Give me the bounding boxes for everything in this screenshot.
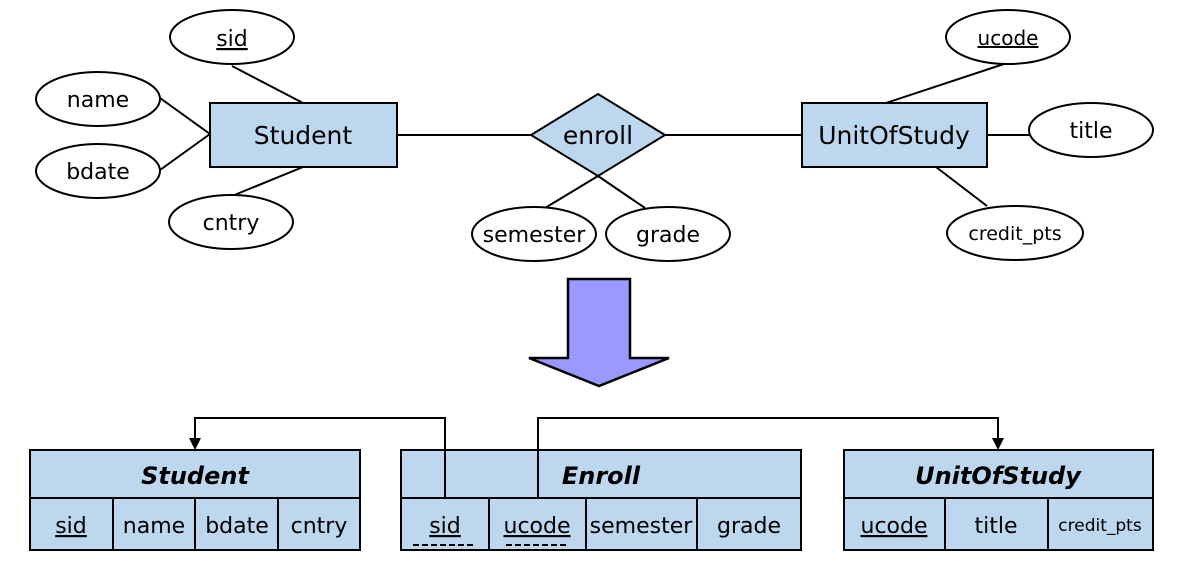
- attr-cntry: cntry: [168, 194, 294, 250]
- fk-sid-arrowhead-icon: [189, 438, 201, 450]
- attr-sid-label: sid: [216, 27, 248, 52]
- table-enroll: Enroll sid ucode semester grade: [400, 449, 802, 551]
- student-col-name: [112, 497, 196, 551]
- credit-pts-connector: [935, 166, 988, 207]
- cntry-connector: [231, 166, 304, 197]
- attr-credit-pts-label: credit_pts: [968, 223, 1061, 245]
- student-col-cntry: [277, 497, 361, 551]
- attr-name-label: name: [67, 88, 129, 113]
- student-col-cntry-label: cntry: [291, 514, 348, 539]
- attr-bdate-label: bdate: [66, 160, 130, 185]
- entity-student: Student: [209, 102, 398, 168]
- attr-name: name: [35, 71, 161, 127]
- unit-col-ucode-label: ucode: [861, 514, 928, 539]
- relationship-enroll-label: enroll: [563, 121, 633, 150]
- table-unit-title: UnitOfStudy: [915, 462, 1082, 490]
- attr-ucode: ucode: [945, 9, 1071, 65]
- table-unit-header: [843, 449, 1154, 499]
- bdate-connector: [159, 133, 211, 171]
- table-unit-of-study: UnitOfStudy ucode title credit_pts: [843, 449, 1154, 551]
- entity-student-label: Student: [254, 121, 353, 150]
- attr-semester: semester: [471, 206, 597, 262]
- ucode-connector: [885, 61, 1011, 104]
- student-col-name-label: name: [123, 514, 185, 539]
- unit-col-title-label: title: [974, 514, 1017, 539]
- unit-col-title: [944, 497, 1049, 551]
- attr-grade: grade: [605, 206, 731, 262]
- down-arrow-icon: [528, 277, 670, 388]
- fk-ucode-arrow: [537, 417, 999, 498]
- attr-grade-label: grade: [636, 223, 700, 248]
- attr-bdate: bdate: [35, 143, 161, 199]
- fk-sid-arrow: [194, 417, 446, 498]
- semester-connector: [544, 175, 599, 209]
- attr-credit-pts: credit_pts: [946, 205, 1084, 261]
- entity-unit-of-study-label: UnitOfStudy: [818, 121, 970, 150]
- enroll-col-grade: [696, 497, 802, 551]
- student-col-sid: [29, 497, 114, 551]
- entity-unit-of-study: UnitOfStudy: [801, 102, 988, 168]
- enroll-col-ucode-label: ucode: [504, 514, 571, 539]
- enroll-col-semester-label: semester: [590, 514, 694, 539]
- unit-col-credit-pts-label: credit_pts: [1058, 516, 1142, 536]
- attr-title-label: title: [1069, 119, 1112, 144]
- attr-sid: sid: [169, 9, 295, 65]
- attr-semester-label: semester: [483, 223, 587, 248]
- sid-connector: [231, 65, 304, 104]
- table-student: Student sid name bdate cntry: [29, 449, 361, 551]
- attr-title: title: [1028, 102, 1154, 158]
- table-student-title: Student: [141, 462, 250, 490]
- attr-cntry-label: cntry: [203, 211, 260, 236]
- grade-connector: [597, 175, 646, 209]
- er-connectors: [159, 61, 1030, 209]
- table-enroll-header: [400, 449, 802, 499]
- student-col-sid-label: sid: [55, 514, 87, 539]
- enroll-col-sid-label: sid: [429, 514, 461, 539]
- fk-ucode-arrowhead-icon: [992, 438, 1004, 450]
- unit-col-ucode: [843, 497, 946, 551]
- unit-col-credit-pts: [1047, 497, 1154, 551]
- table-enroll-title: Enroll: [562, 462, 641, 490]
- name-connector: [159, 97, 211, 135]
- student-col-bdate-label: bdate: [205, 514, 269, 539]
- table-student-header: [29, 449, 361, 499]
- enroll-col-grade-label: grade: [717, 514, 781, 539]
- relationship-enroll: enroll: [529, 92, 667, 178]
- attr-ucode-label: ucode: [978, 26, 1039, 50]
- fk-arrows: [189, 417, 1004, 498]
- student-col-bdate: [194, 497, 279, 551]
